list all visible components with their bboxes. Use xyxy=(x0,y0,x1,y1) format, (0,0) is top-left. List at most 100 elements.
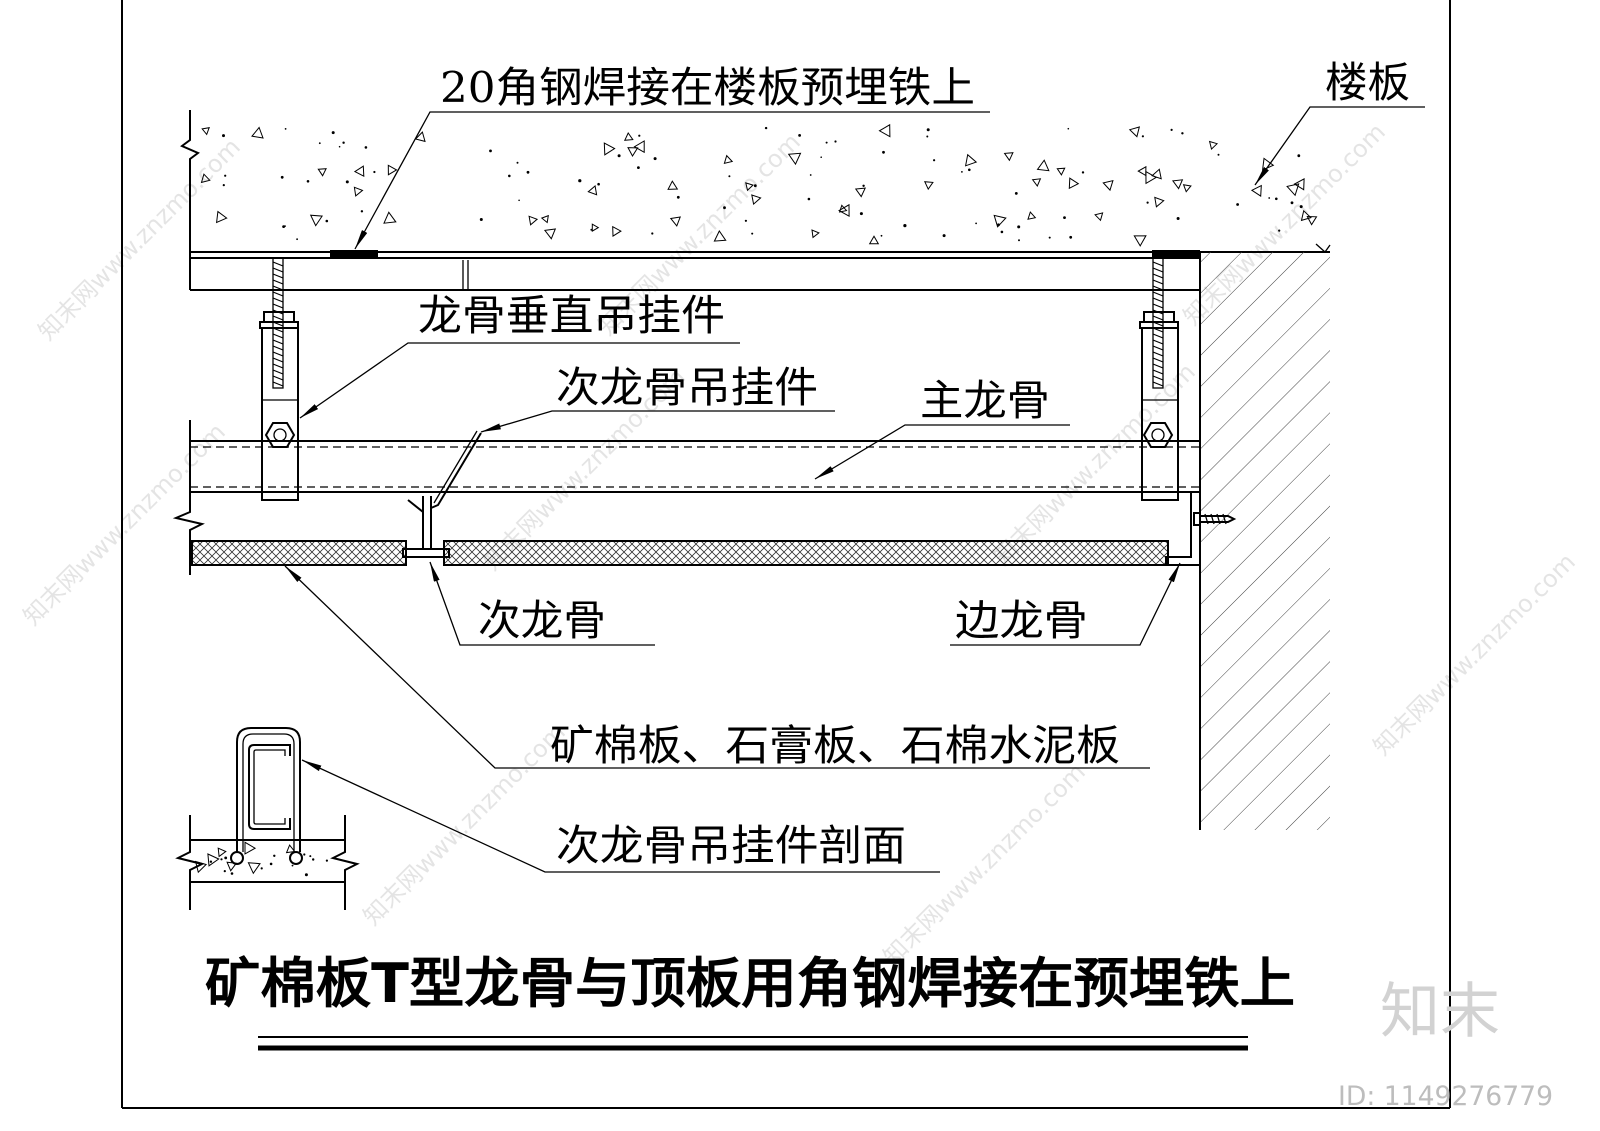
rod-nut xyxy=(263,311,295,323)
concrete-dot xyxy=(820,156,822,158)
concrete-dot xyxy=(284,127,287,130)
concrete-aggregate xyxy=(226,861,238,872)
concrete-dot xyxy=(942,234,946,238)
concrete-aggregate xyxy=(587,185,598,196)
leader-edge-keel xyxy=(950,562,1181,646)
leader-secondary-keel xyxy=(429,561,655,646)
concrete-dot xyxy=(1141,135,1144,138)
concrete-aggregate xyxy=(317,168,327,177)
concrete-aggregate xyxy=(1056,167,1066,176)
leader-board xyxy=(284,565,1150,769)
edge-keel xyxy=(1165,491,1237,566)
concrete-aggregate xyxy=(201,127,210,136)
hanger-clip-outer xyxy=(236,727,301,852)
screw-head xyxy=(1193,512,1201,526)
concrete-aggregate xyxy=(200,173,211,184)
rod-washer xyxy=(1139,321,1179,329)
leader-secondary-hanger xyxy=(480,410,835,433)
concrete-dot xyxy=(1018,239,1020,242)
concrete-aggregate xyxy=(1300,209,1312,222)
concrete-dot xyxy=(1290,201,1294,205)
bolt-center xyxy=(273,428,287,442)
concrete-dot xyxy=(1176,217,1180,220)
clip-hook-right xyxy=(289,851,303,865)
concrete-dot xyxy=(373,170,376,174)
concrete-aggregate xyxy=(216,210,228,224)
concrete-dot xyxy=(342,141,345,144)
concrete-aggregate xyxy=(1171,179,1184,190)
concrete-dot xyxy=(1017,225,1021,229)
leader-angle-steel xyxy=(354,111,990,250)
concrete-dot xyxy=(926,135,929,138)
concrete-aggregate xyxy=(1068,177,1080,190)
concrete-dot xyxy=(331,131,335,135)
concrete-aggregate xyxy=(1208,140,1219,151)
concrete-dot xyxy=(1000,230,1004,234)
concrete-dot xyxy=(291,864,294,867)
concrete-aggregate xyxy=(207,853,220,867)
concrete-aggregate xyxy=(878,123,891,138)
concrete-aggregate xyxy=(868,235,880,245)
concrete-aggregate xyxy=(540,214,549,224)
watermark-text: 知末网www.znzmo.com xyxy=(33,133,246,346)
hex-bolt-icon xyxy=(264,422,296,448)
concrete-dot xyxy=(269,862,273,866)
brand-watermark: 知末 ID: 1149276779 xyxy=(1338,977,1553,1112)
concrete-dot xyxy=(926,128,930,132)
rod-washer xyxy=(259,321,299,329)
floor-slab xyxy=(180,110,1331,290)
concrete-dot xyxy=(360,210,364,213)
label-main-keel: 主龙骨 xyxy=(920,376,1050,425)
label-hanger-section: 次龙骨吊挂件剖面 xyxy=(556,821,906,870)
concrete-aggregate xyxy=(1003,152,1014,162)
watermark-text: 知末网www.znzmo.com xyxy=(18,418,231,631)
concrete-dot xyxy=(1268,197,1271,199)
concrete-dot xyxy=(809,174,812,176)
concrete-aggregate xyxy=(603,142,616,156)
concrete-dot xyxy=(1278,229,1281,232)
screw-thread xyxy=(1204,513,1227,525)
angle-steel-joint xyxy=(462,260,469,290)
concrete-aggregate xyxy=(854,187,867,198)
section-right-break-line xyxy=(330,815,360,910)
concrete-dot xyxy=(1275,197,1278,201)
concrete-aggregate xyxy=(1286,183,1300,197)
concrete-dot xyxy=(303,853,306,856)
concrete-dot xyxy=(338,145,341,148)
concrete-aggregate xyxy=(247,862,261,875)
concrete-aggregate xyxy=(612,225,622,237)
concrete-dot xyxy=(479,218,483,221)
concrete-dot xyxy=(364,146,368,149)
concrete-aggregate xyxy=(543,228,557,240)
concrete-aggregate xyxy=(383,211,397,224)
rod-thread xyxy=(1152,261,1164,387)
leader-hanger-section xyxy=(301,759,940,873)
watermark-id: ID: 1149276779 xyxy=(1338,1081,1553,1112)
c-channel-profile xyxy=(248,744,291,830)
concrete-aggregate xyxy=(669,216,681,227)
leader-slab xyxy=(1254,106,1425,186)
concrete-aggregate xyxy=(309,214,323,227)
concrete-dot xyxy=(318,142,321,145)
ceiling-board xyxy=(191,540,1169,566)
annotations: 20角钢焊接在楼板预埋铁上 楼板 龙骨垂直吊挂件 次龙骨吊挂件 主龙骨 次龙骨 … xyxy=(284,58,1425,873)
concrete-aggregate xyxy=(285,844,296,854)
concrete-dot xyxy=(220,858,223,861)
label-angle-steel: 20角钢焊接在楼板预埋铁上 xyxy=(440,63,975,112)
concrete-dot xyxy=(723,206,726,210)
concrete-dot xyxy=(1069,235,1073,239)
concrete-dot xyxy=(516,161,519,164)
watermark-text: 知末网www.znzmo.com xyxy=(358,718,571,931)
concrete-aggregate xyxy=(838,203,850,218)
concrete-dot xyxy=(751,232,754,235)
concrete-aggregate xyxy=(217,847,227,858)
concrete-dot xyxy=(224,174,227,177)
slab-concrete-fill xyxy=(200,123,1318,247)
drawing-frame xyxy=(121,0,1451,1109)
concrete-dot xyxy=(312,858,315,861)
concrete-aggregate xyxy=(964,153,978,167)
concrete-aggregate xyxy=(1031,178,1042,187)
concrete-dot xyxy=(1081,171,1085,174)
concrete-dot xyxy=(1048,236,1051,239)
concrete-dot xyxy=(997,223,1000,227)
